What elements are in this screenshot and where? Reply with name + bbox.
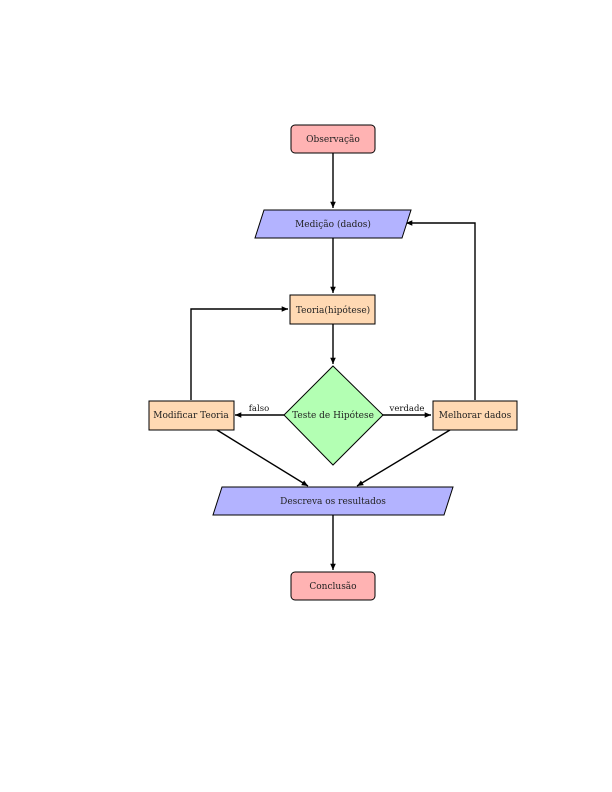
- edge-label-verdade: verdade: [389, 404, 425, 414]
- node-label-teste: Teste de Hipótese: [292, 410, 374, 421]
- process-shape: [432, 400, 518, 431]
- node-label-conclusao: Conclusão: [309, 581, 356, 592]
- node-observacao: Observação: [290, 124, 376, 154]
- node-label-modificar: Modificar Teoria: [153, 411, 229, 421]
- edge-melhorar-descreva: [356, 429, 451, 487]
- edge-modificar-teoria: [190, 306, 288, 400]
- process-shape: [289, 294, 376, 325]
- node-label-observacao: Observação: [306, 134, 360, 145]
- edge-label-falso: falso: [249, 404, 269, 414]
- decision-shape: [283, 365, 384, 466]
- node-conclusao: Conclusão: [290, 571, 376, 601]
- node-descreva: Descreva os resultados: [212, 486, 454, 516]
- node-melhorar: Melhorar dados: [432, 400, 518, 431]
- node-label-melhorar: Melhorar dados: [439, 411, 512, 421]
- node-medicao: Medição (dados): [254, 209, 412, 239]
- terminal-shape: [290, 571, 376, 601]
- node-teste: Teste de Hipótese: [283, 365, 384, 466]
- io-shape: [254, 209, 412, 239]
- node-modificar: Modificar Teoria: [148, 400, 235, 431]
- edges: [190, 153, 476, 570]
- node-label-teoria: Teoria(hipótese): [296, 305, 370, 316]
- edge-modificar-descreva: [216, 429, 309, 487]
- process-shape: [148, 400, 235, 431]
- node-label-descreva: Descreva os resultados: [280, 497, 386, 507]
- node-teoria: Teoria(hipótese): [289, 294, 376, 325]
- edge-melhorar-medicao: [406, 220, 476, 400]
- node-label-medicao: Medição (dados): [295, 219, 371, 230]
- terminal-shape: [290, 124, 376, 154]
- io-shape: [212, 486, 454, 516]
